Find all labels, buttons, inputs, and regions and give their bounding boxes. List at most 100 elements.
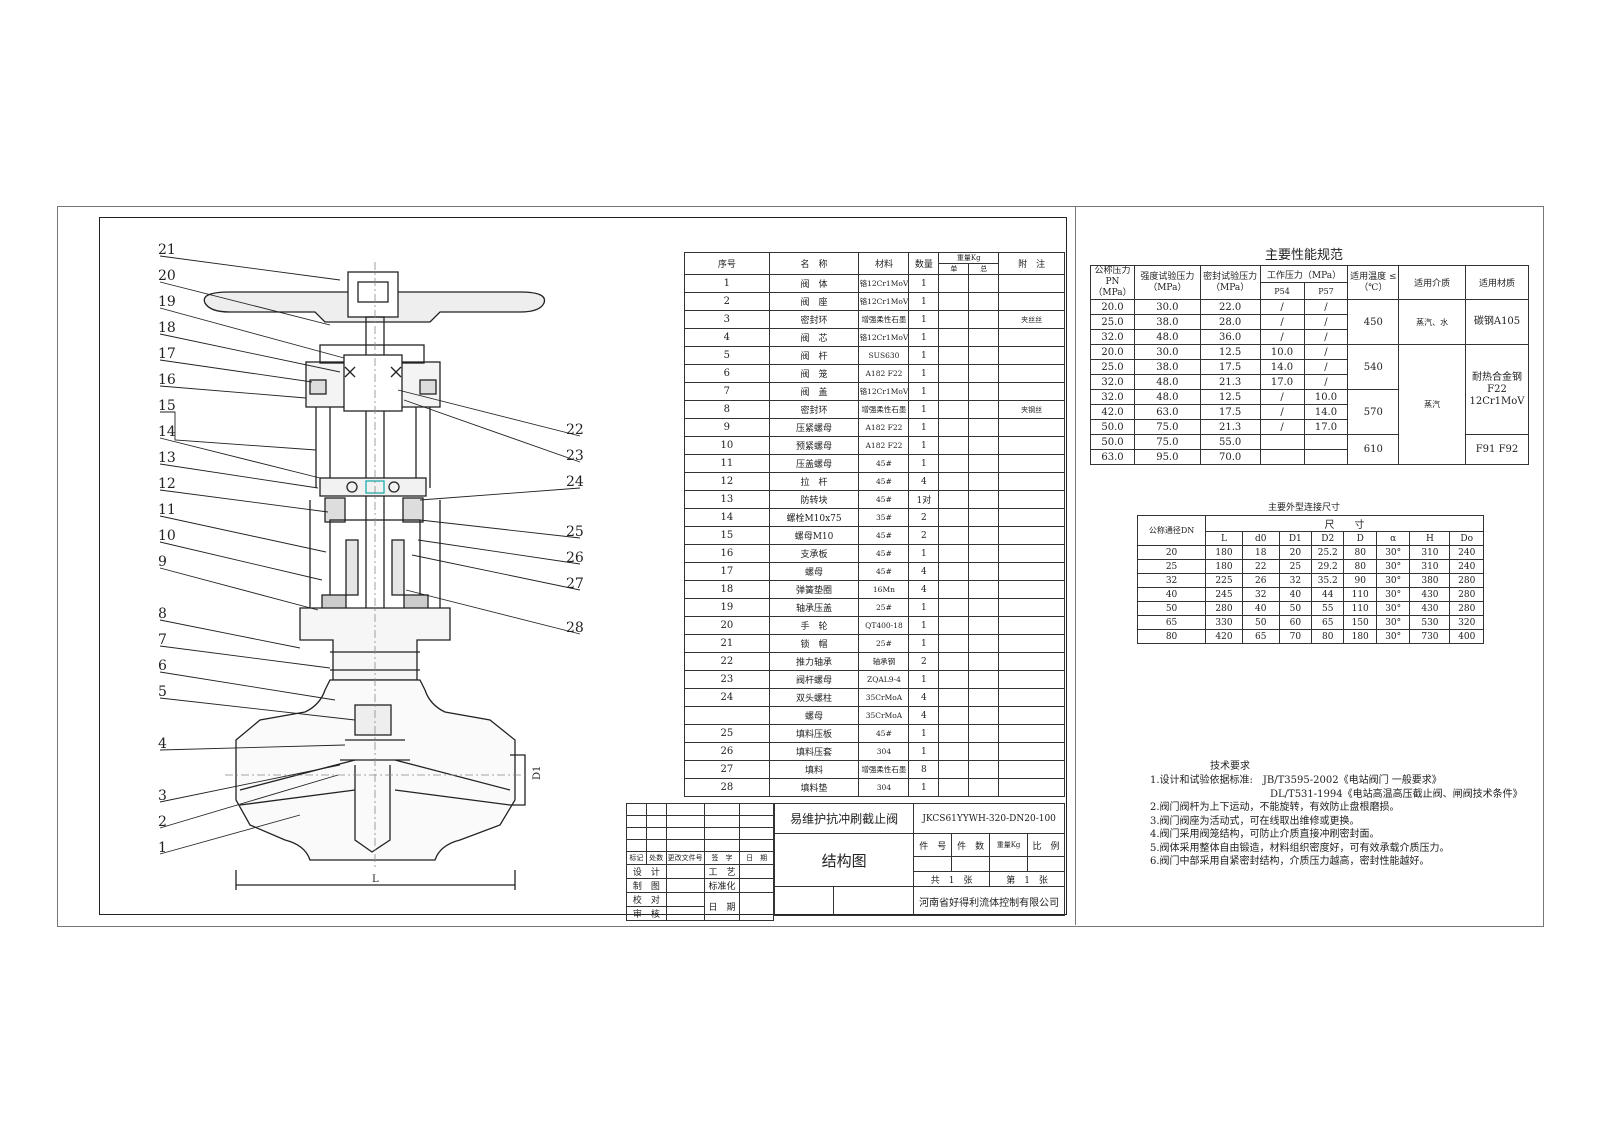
perf-cell <box>1303 434 1349 450</box>
title-main: 易维护抗冲刷截止阀 JKCS61YYWH-320-DN20-100 结构图 件 … <box>773 803 1065 916</box>
bom-weight-single <box>938 778 970 797</box>
perf-cell: 38.0 <box>1133 359 1201 375</box>
callout-13: 13 <box>158 450 176 466</box>
callout-10: 10 <box>158 528 176 544</box>
bom-header-single: 单 <box>938 263 970 275</box>
bom-weight-total <box>968 580 1000 599</box>
dim-cell: 430 <box>1409 587 1451 602</box>
dim-cell: 240 <box>1449 545 1484 560</box>
bom-weight-total <box>968 454 1000 473</box>
perf-cell: 17.5 <box>1199 404 1261 420</box>
bom-weight-total <box>968 364 1000 383</box>
perf-cell: 25.0 <box>1090 314 1135 330</box>
bom-qty: 1 <box>908 310 940 329</box>
perf-cell: 32.0 <box>1090 374 1135 390</box>
role-process: 工 艺 <box>703 864 741 879</box>
dim-cell: 280 <box>1449 587 1484 602</box>
perf-cell: / <box>1259 389 1305 405</box>
perf-header-p54: P54 <box>1259 282 1305 300</box>
bom-weight-single <box>938 580 970 599</box>
bom-material: 增强柔性石墨 <box>858 310 910 329</box>
bom-no: 11 <box>684 454 770 473</box>
bom-note: 夹丝丝 <box>998 310 1065 329</box>
dim-cell: 400 <box>1449 629 1484 644</box>
bom-material: 铬12Cr1MoV <box>858 274 910 293</box>
bom-material: 45# <box>858 724 910 743</box>
perf-cell: / <box>1259 329 1305 345</box>
bom-material: A182 F22 <box>858 418 910 437</box>
dim-cell: 32 <box>1278 573 1313 588</box>
bom-qty: 1 <box>908 346 940 365</box>
callout-24: 24 <box>566 474 584 490</box>
callout-1: 1 <box>158 840 167 856</box>
bom-no: 10 <box>684 436 770 455</box>
dim-col-header: D <box>1343 531 1377 546</box>
bom-weight-single <box>938 670 970 689</box>
bom-note <box>998 562 1065 581</box>
bom-qty: 4 <box>908 706 940 725</box>
perf-cell: / <box>1303 359 1349 375</box>
bom-no: 1 <box>684 274 770 293</box>
perf-header-seal: 密封试验压力（MPa） <box>1199 265 1261 300</box>
bom-note <box>998 670 1065 689</box>
dim-cell: 22 <box>1241 559 1280 574</box>
callout-4: 4 <box>158 736 167 752</box>
perf-header-medium: 适用介质 <box>1398 265 1466 300</box>
drawing-frame <box>99 217 1067 915</box>
bom-no: 24 <box>684 688 770 707</box>
bom-name: 拉 杆 <box>768 472 860 491</box>
bom-weight-single <box>938 274 970 293</box>
bom-weight-single <box>938 706 970 725</box>
perf-cell: / <box>1303 314 1349 330</box>
callout-15: 15 <box>158 398 176 414</box>
bom-qty: 1 <box>908 418 940 437</box>
bom-no: 16 <box>684 544 770 563</box>
dim-col-header: D2 <box>1311 531 1345 546</box>
bom-weight-total <box>968 328 1000 347</box>
bom-material: 增强柔性石墨 <box>858 400 910 419</box>
dim-cell: 80 <box>1311 629 1345 644</box>
bom-note <box>998 508 1065 527</box>
callout-14: 14 <box>158 424 176 440</box>
dim-cell: 180 <box>1205 559 1243 574</box>
perf-cell <box>1259 434 1305 450</box>
dim-cell: 44 <box>1311 587 1345 602</box>
bom-no: 17 <box>684 562 770 581</box>
requirement-line: DL/T531-1994《电站高温高压截止阀、闸阀技术条件》 <box>1150 788 1523 800</box>
callout-22: 22 <box>566 422 584 438</box>
perf-temp: 540 <box>1347 344 1400 390</box>
bom-note <box>998 652 1065 671</box>
perf-cell: 21.3 <box>1199 374 1261 390</box>
perf-medium: 蒸汽 <box>1398 344 1466 465</box>
col-part-count: 件 数 <box>951 833 991 857</box>
dim-cell: 380 <box>1409 573 1451 588</box>
perf-cell: 95.0 <box>1133 449 1201 465</box>
bom-weight-total <box>968 292 1000 311</box>
perf-cell: / <box>1259 299 1305 315</box>
bom-no: 12 <box>684 472 770 491</box>
bom-weight-total <box>968 544 1000 563</box>
bom-weight-single <box>938 760 970 779</box>
bom-material: 45# <box>858 472 910 491</box>
sheets-total: 共 1 张 <box>913 871 991 887</box>
perf-material: 碳钢A105 <box>1465 299 1529 345</box>
dim-cell: 280 <box>1205 601 1243 616</box>
requirement-line: 4.阀门采用阀笼结构，可防止介质直接冲刷密封面。 <box>1150 829 1380 840</box>
perf-cell: 50.0 <box>1090 434 1135 450</box>
bom-material: 45# <box>858 562 910 581</box>
performance-title: 主要性能规范 <box>1265 248 1344 263</box>
perf-temp: 570 <box>1347 389 1400 435</box>
bom-no: 19 <box>684 598 770 617</box>
bom-no <box>684 706 770 725</box>
dim-cell: 65 <box>1311 615 1345 630</box>
